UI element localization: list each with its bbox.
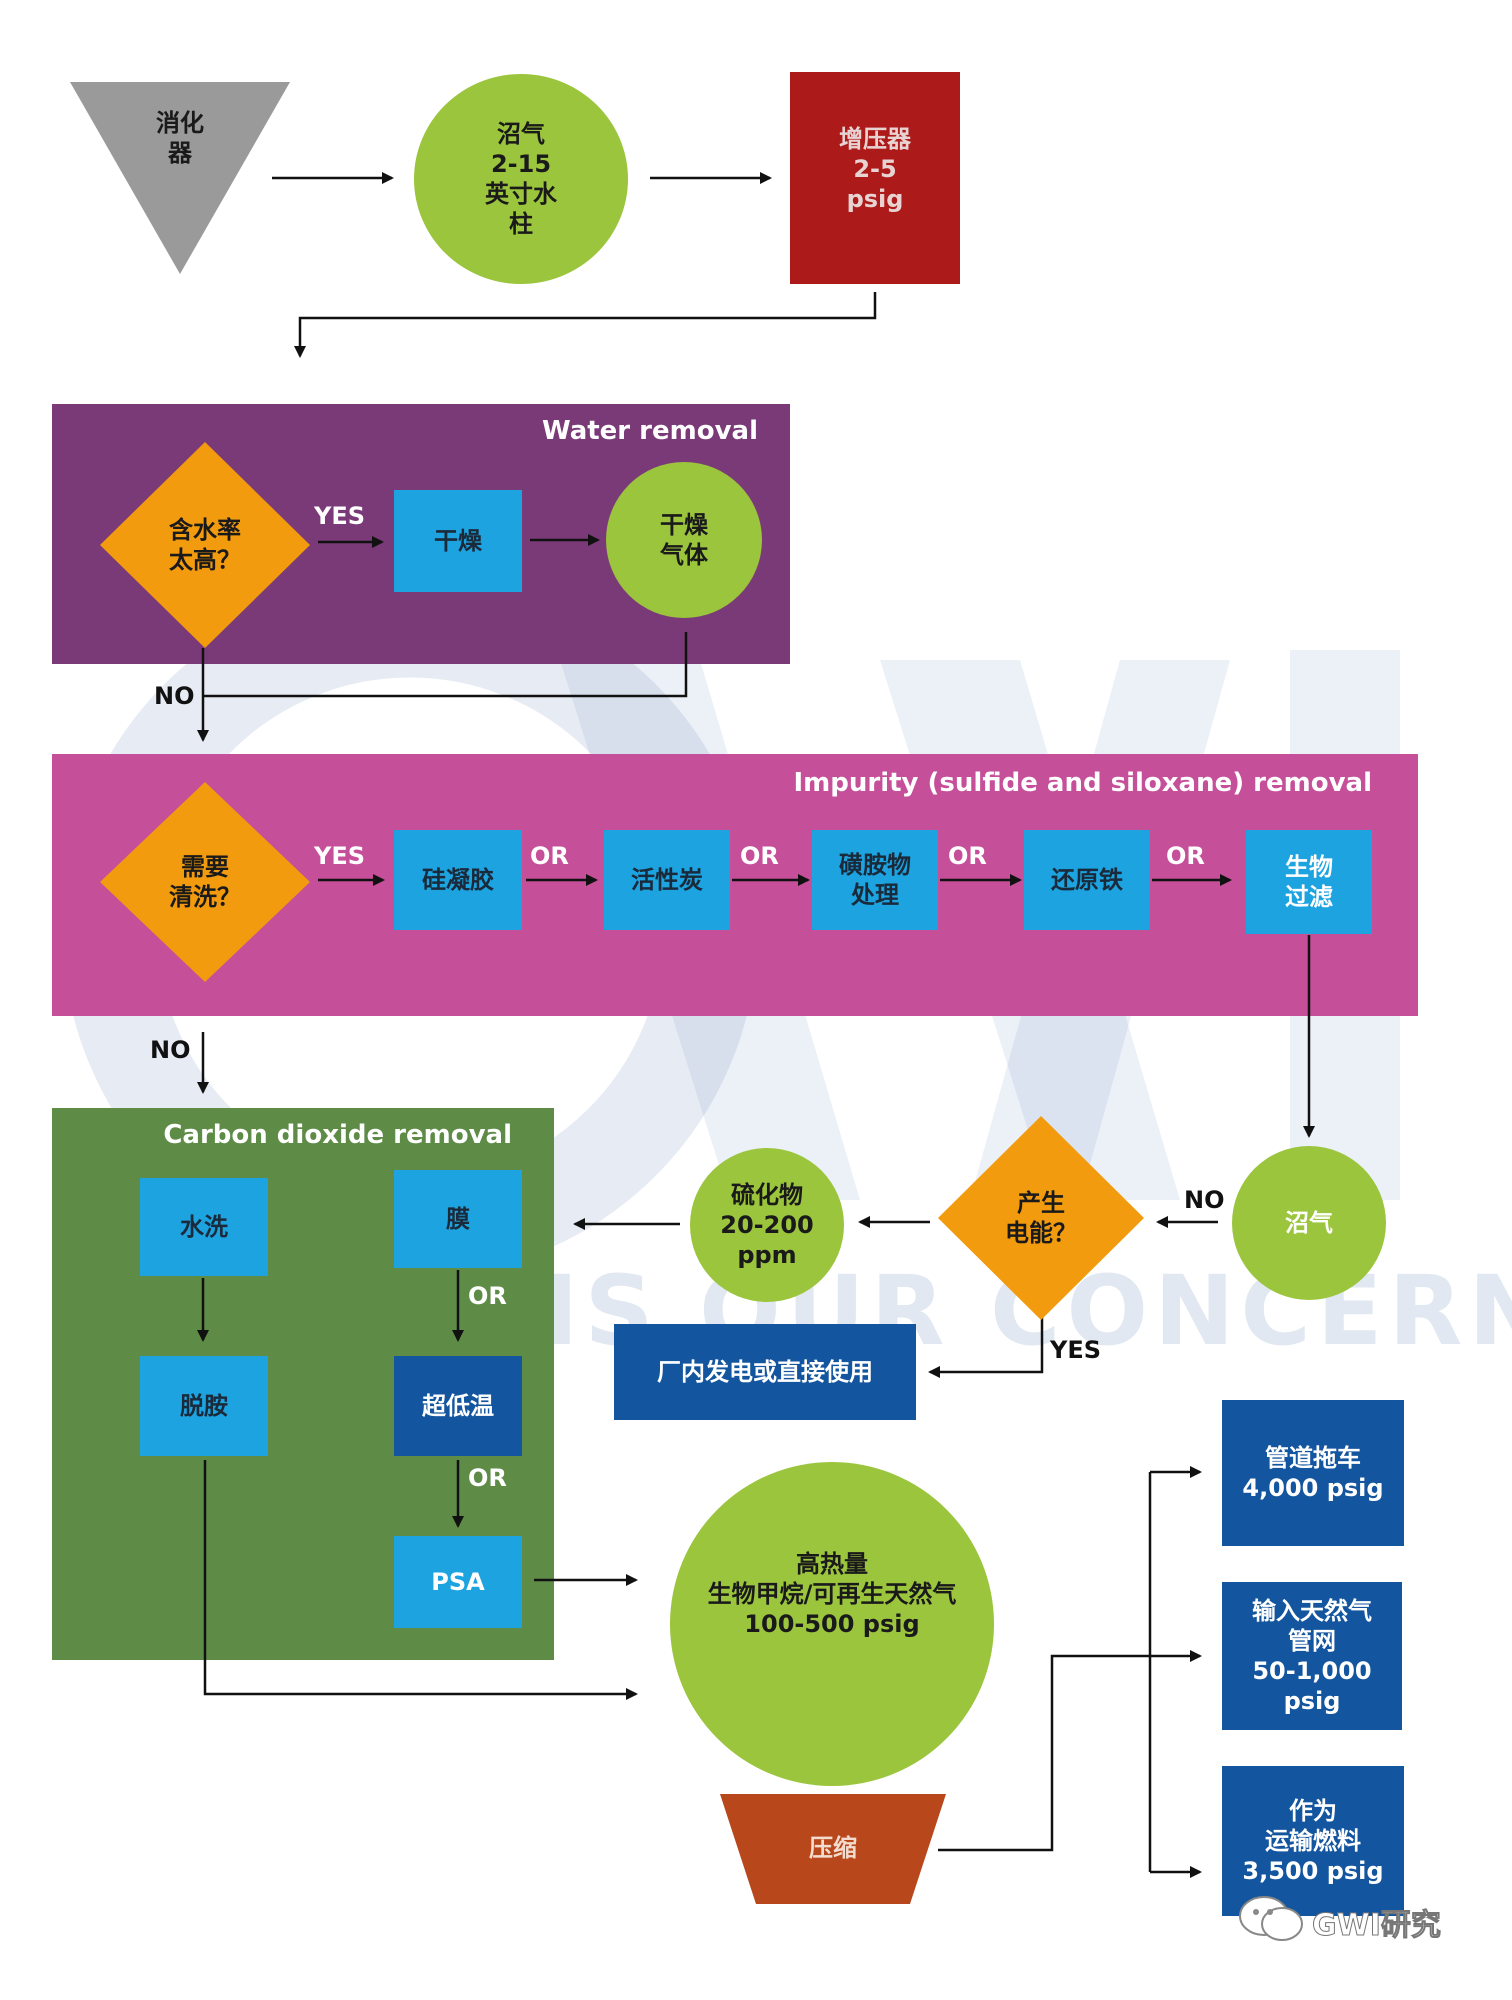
psa-node: PSA	[394, 1536, 522, 1628]
or-label-4: OR	[1166, 842, 1205, 870]
water-content-decision: 含水率 太高？	[100, 442, 310, 648]
deamine-node: 脱胺	[140, 1356, 268, 1456]
membrane-node: 膜	[394, 1170, 522, 1268]
arrow-deamine-rng	[203, 1460, 638, 1700]
biogas-node-mid: 沼气	[1232, 1146, 1386, 1300]
activated-carbon-node: 活性炭	[604, 830, 730, 930]
reduced-iron-node: 还原铁	[1024, 830, 1150, 930]
onsite-power-node: 厂内发电或直接使用	[614, 1324, 916, 1420]
power-decision: 产生 电能？	[938, 1116, 1144, 1320]
arrow-power-yes	[928, 1316, 1044, 1378]
cleaning-decision: 需要 清洗？	[100, 782, 310, 982]
or-label-2: OR	[740, 842, 779, 870]
impurity-no-label: NO	[150, 1036, 191, 1064]
co2-or-label-2: OR	[468, 1464, 507, 1492]
dry-node: 干燥	[394, 490, 522, 592]
or-label-1: OR	[530, 842, 569, 870]
output-transport-fuel: 作为 运输燃料 3,500 psig	[1222, 1766, 1404, 1916]
compressor-label: 压缩	[809, 1834, 857, 1862]
biogas-node: 沼气 2-15 英寸水 柱	[414, 74, 628, 284]
wechat-icon	[1239, 1896, 1303, 1941]
bio-filter-node: 生物 过滤	[1246, 830, 1372, 934]
power-question-text: 产生 电能？	[1005, 1189, 1077, 1247]
arrow-compress-grid	[938, 1650, 1202, 1852]
digester-label: 消化 器	[156, 109, 204, 167]
output-pipeline-trailer: 管道拖车 4,000 psig	[1222, 1400, 1404, 1546]
sulfonamide-node: 磺胺物 处理	[812, 830, 938, 930]
dry-gas-node: 干燥 气体	[606, 462, 762, 618]
impurity-yes-label: YES	[314, 842, 366, 870]
co2-or-label-1: OR	[468, 1282, 507, 1310]
or-label-3: OR	[948, 842, 987, 870]
arrow-booster-water	[294, 292, 877, 358]
water-question-text: 含水率 太高？	[169, 516, 241, 574]
digester-shape	[70, 82, 290, 274]
cryogenic-node: 超低温	[394, 1356, 522, 1456]
line-drygas-return	[203, 632, 688, 698]
sulfide-node: 硫化物 20-200 ppm	[690, 1148, 844, 1302]
output-gas-grid: 输入天然气 管网 50-1,000 psig	[1222, 1582, 1402, 1730]
water-yes-label: YES	[314, 502, 366, 530]
rng-node: 高热量 生物甲烷/可再生天然气 100-500 psig	[670, 1462, 994, 1786]
water-removal-title: Water removal	[541, 416, 758, 446]
silica-gel-node: 硅凝胶	[394, 830, 522, 930]
compressor-shape	[720, 1794, 946, 1904]
water-wash-node: 水洗	[140, 1178, 268, 1276]
booster-node: 增压器 2-5 psig	[790, 72, 960, 284]
power-no-label: NO	[1184, 1186, 1225, 1214]
power-yes-label: YES	[1050, 1336, 1102, 1364]
cleaning-question-text: 需要 清洗？	[169, 853, 241, 911]
impurity-removal-title: Impurity (sulfide and siloxane) removal	[793, 768, 1373, 798]
water-no-label: NO	[154, 682, 195, 710]
gwi-logo-text: GWI研究	[1312, 1908, 1442, 1944]
co2-removal-title: Carbon dioxide removal	[163, 1120, 512, 1150]
